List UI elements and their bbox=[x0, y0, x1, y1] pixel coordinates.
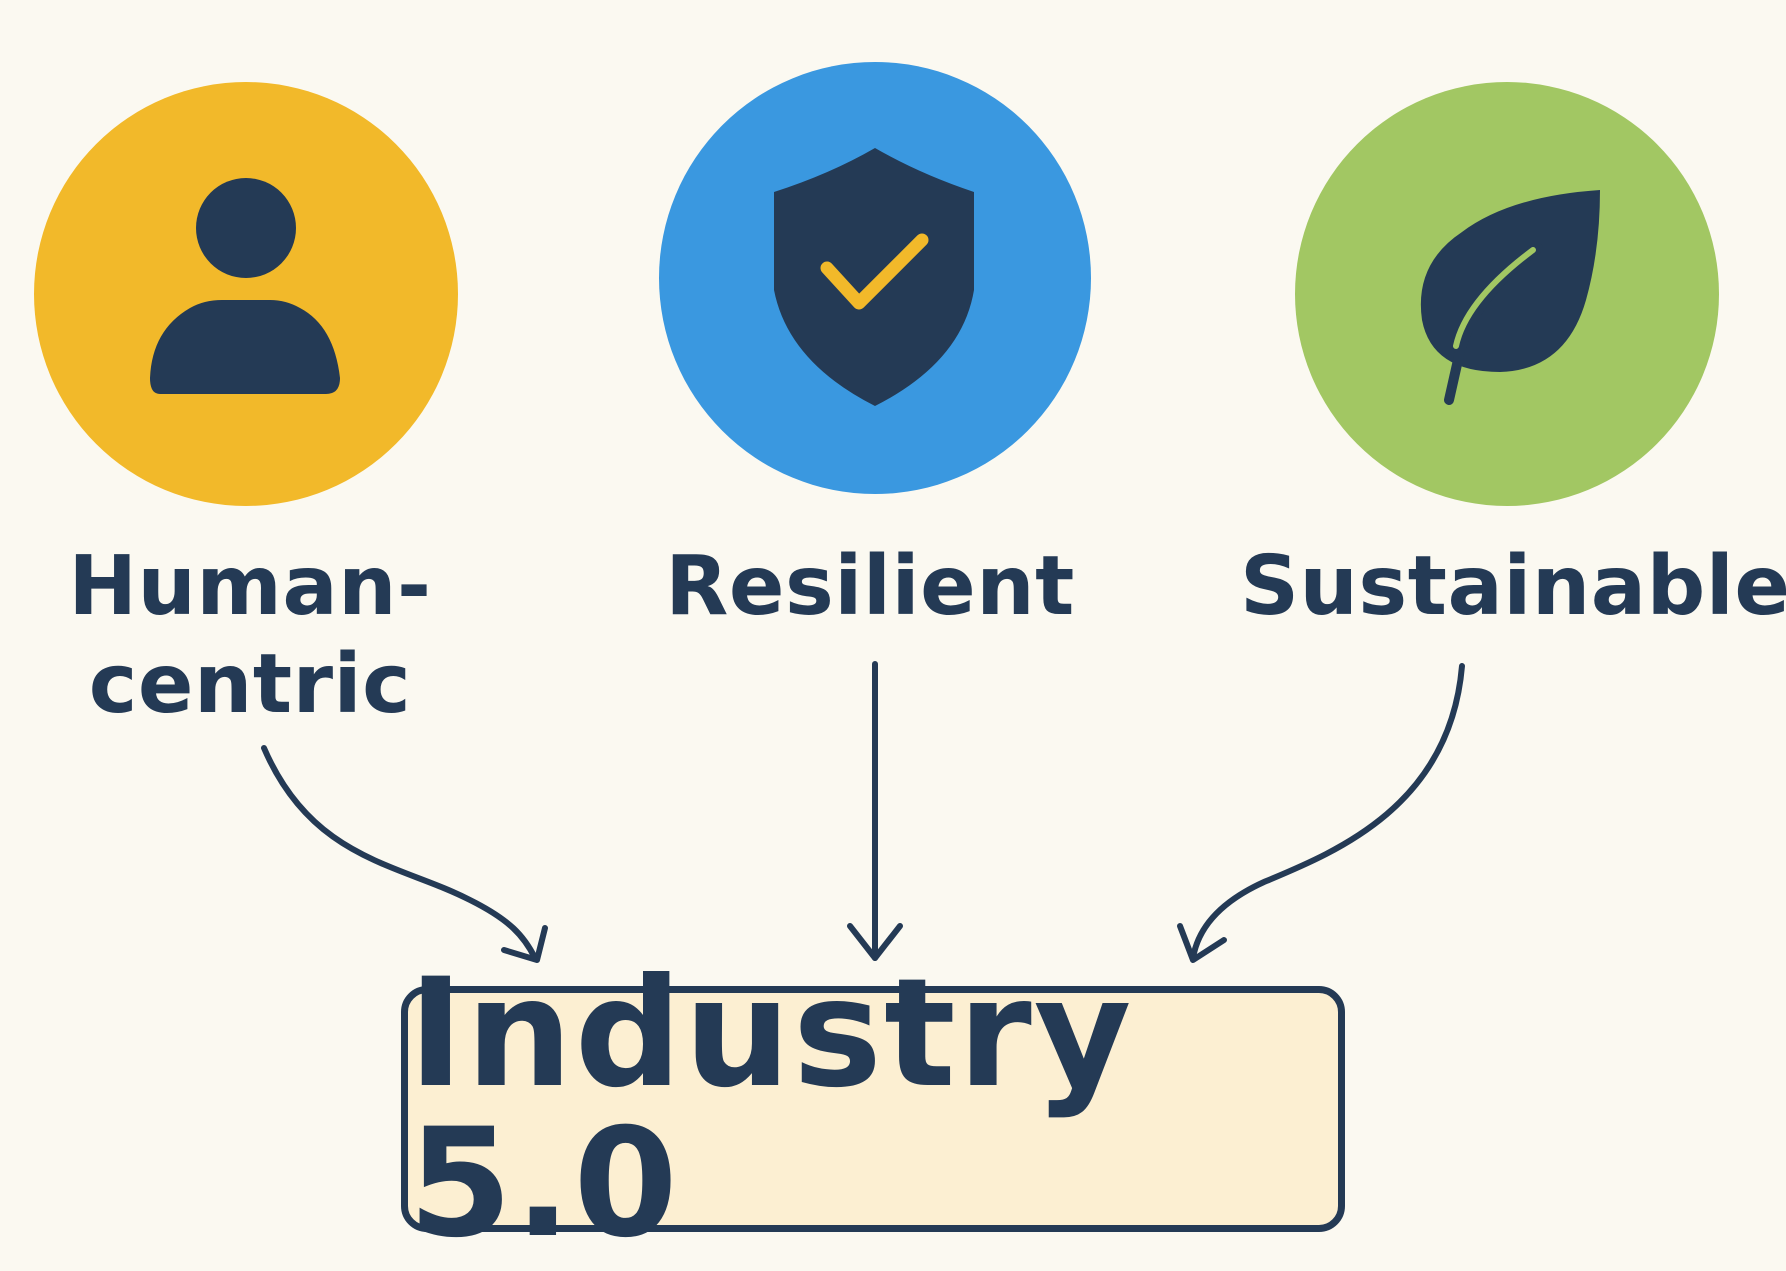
resilient-label: Resilient bbox=[665, 539, 1075, 634]
pillar-resilient bbox=[659, 62, 1091, 494]
industry-box: Industry 5.0 bbox=[401, 959, 1345, 1259]
arrow-resilient-to-industry bbox=[847, 661, 903, 961]
human-centric-label: Human- centric bbox=[68, 539, 432, 732]
pillar-human-centric bbox=[34, 82, 458, 506]
human-centric-circle bbox=[34, 82, 458, 506]
arrow-human-to-industry bbox=[261, 745, 548, 963]
sustainable-label: Sustainable bbox=[1240, 539, 1786, 634]
industry-title: Industry 5.0 bbox=[408, 947, 1134, 1271]
person-icon bbox=[150, 178, 340, 394]
leaf-icon bbox=[1420, 190, 1600, 405]
arrow-sustainable-to-industry bbox=[1177, 663, 1465, 963]
pillar-sustainable bbox=[1295, 82, 1719, 506]
shield-check-icon bbox=[774, 148, 974, 406]
